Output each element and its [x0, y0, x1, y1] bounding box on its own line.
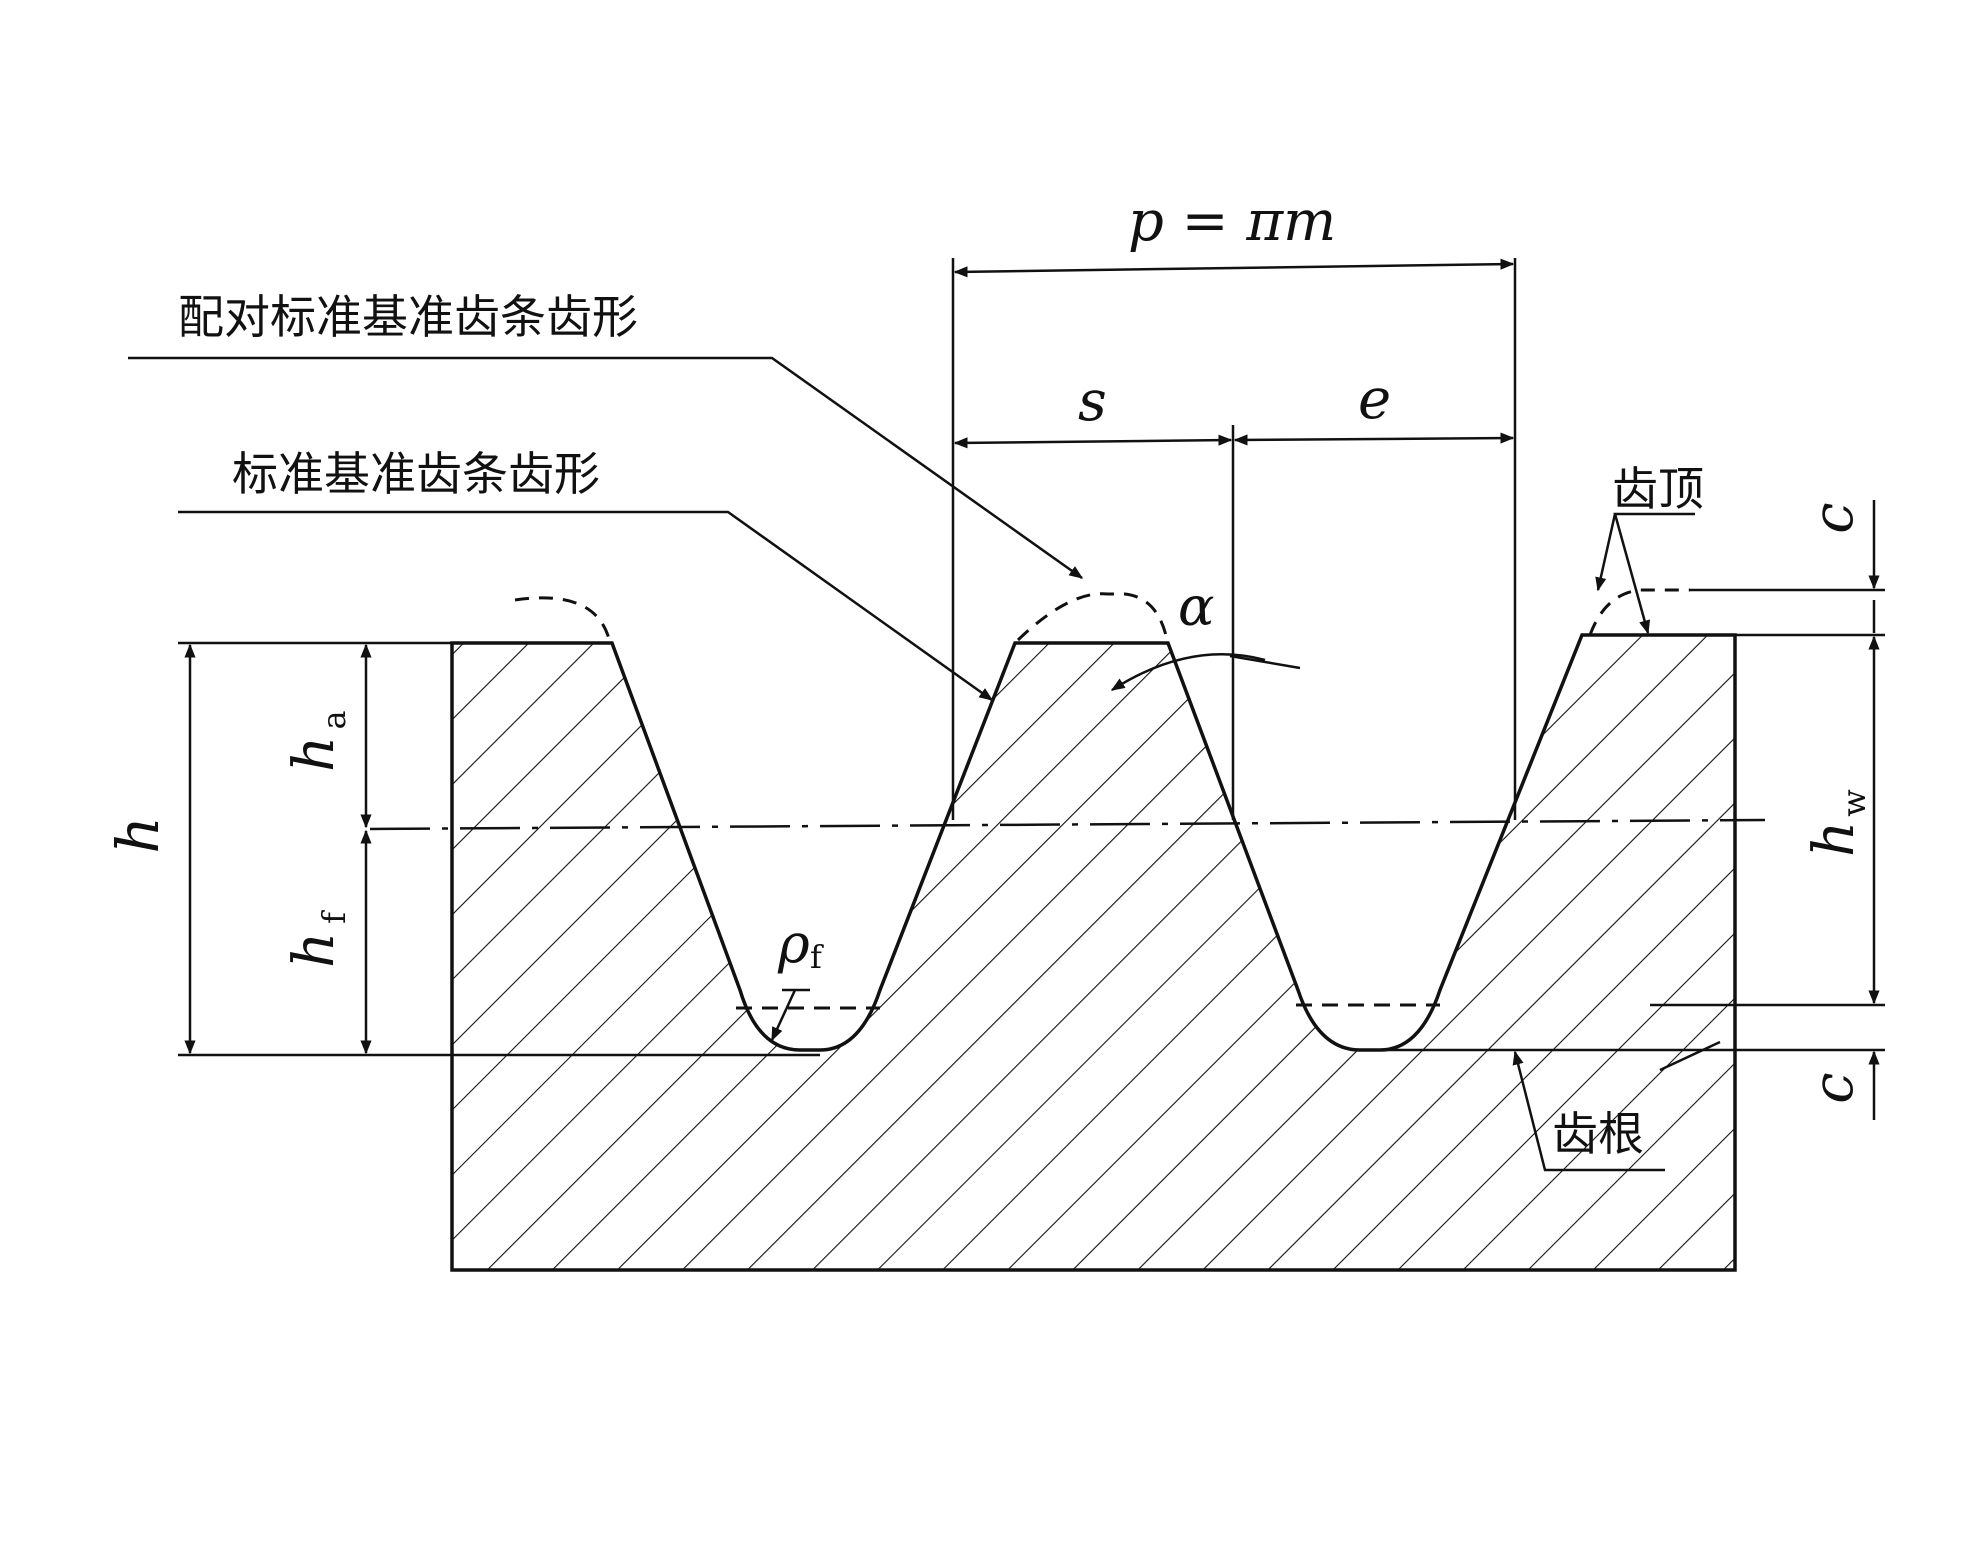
label-h: h: [104, 816, 172, 853]
alpha-ref: [1229, 654, 1301, 670]
label-rho-sub: f: [810, 938, 824, 976]
leader-root-2: [1659, 1040, 1721, 1072]
leader-root: [1512, 1050, 1665, 1172]
label-e: e: [1358, 367, 1391, 432]
mating-tip-middle: [1016, 592, 1170, 646]
datum-line: [369, 818, 1766, 831]
label-tip: 齿顶: [1612, 462, 1704, 516]
dim-e: [1233, 432, 1515, 446]
leader-mating-profile: [128, 356, 1084, 580]
label-pitch: p = πm: [1128, 189, 1336, 254]
leader-tip-2: [1595, 513, 1617, 592]
dim-pitch: [953, 258, 1515, 278]
mating-tip-left: [514, 596, 612, 644]
label-root: 齿根: [1552, 1107, 1644, 1161]
label-hw: h: [1802, 821, 1867, 857]
label-ha: h: [282, 736, 347, 772]
label-hw-sub: w: [1835, 789, 1873, 816]
mating-tip-right: [1588, 588, 1690, 636]
dim-s: [953, 434, 1233, 449]
label-c-bottom: c: [1801, 1072, 1866, 1103]
alpha-arc: [1110, 653, 1266, 692]
label-c-top: c: [1801, 502, 1866, 533]
label-hf: h: [282, 932, 347, 968]
rack-body: [450, 633, 1737, 1272]
label-alpha: α: [1178, 575, 1214, 638]
label-mating-profile: 配对标准基准齿条齿形: [178, 290, 638, 344]
label-s: s: [1078, 369, 1107, 434]
leader-tip: [1613, 512, 1695, 635]
rho-leader: [770, 989, 797, 1042]
label-rho: ρ: [777, 912, 810, 975]
label-hf-sub: f: [315, 910, 353, 924]
label-standard-profile: 标准基准齿条齿形: [232, 447, 600, 501]
label-ha-sub: a: [315, 710, 353, 729]
leader-standard-profile: [178, 510, 994, 702]
